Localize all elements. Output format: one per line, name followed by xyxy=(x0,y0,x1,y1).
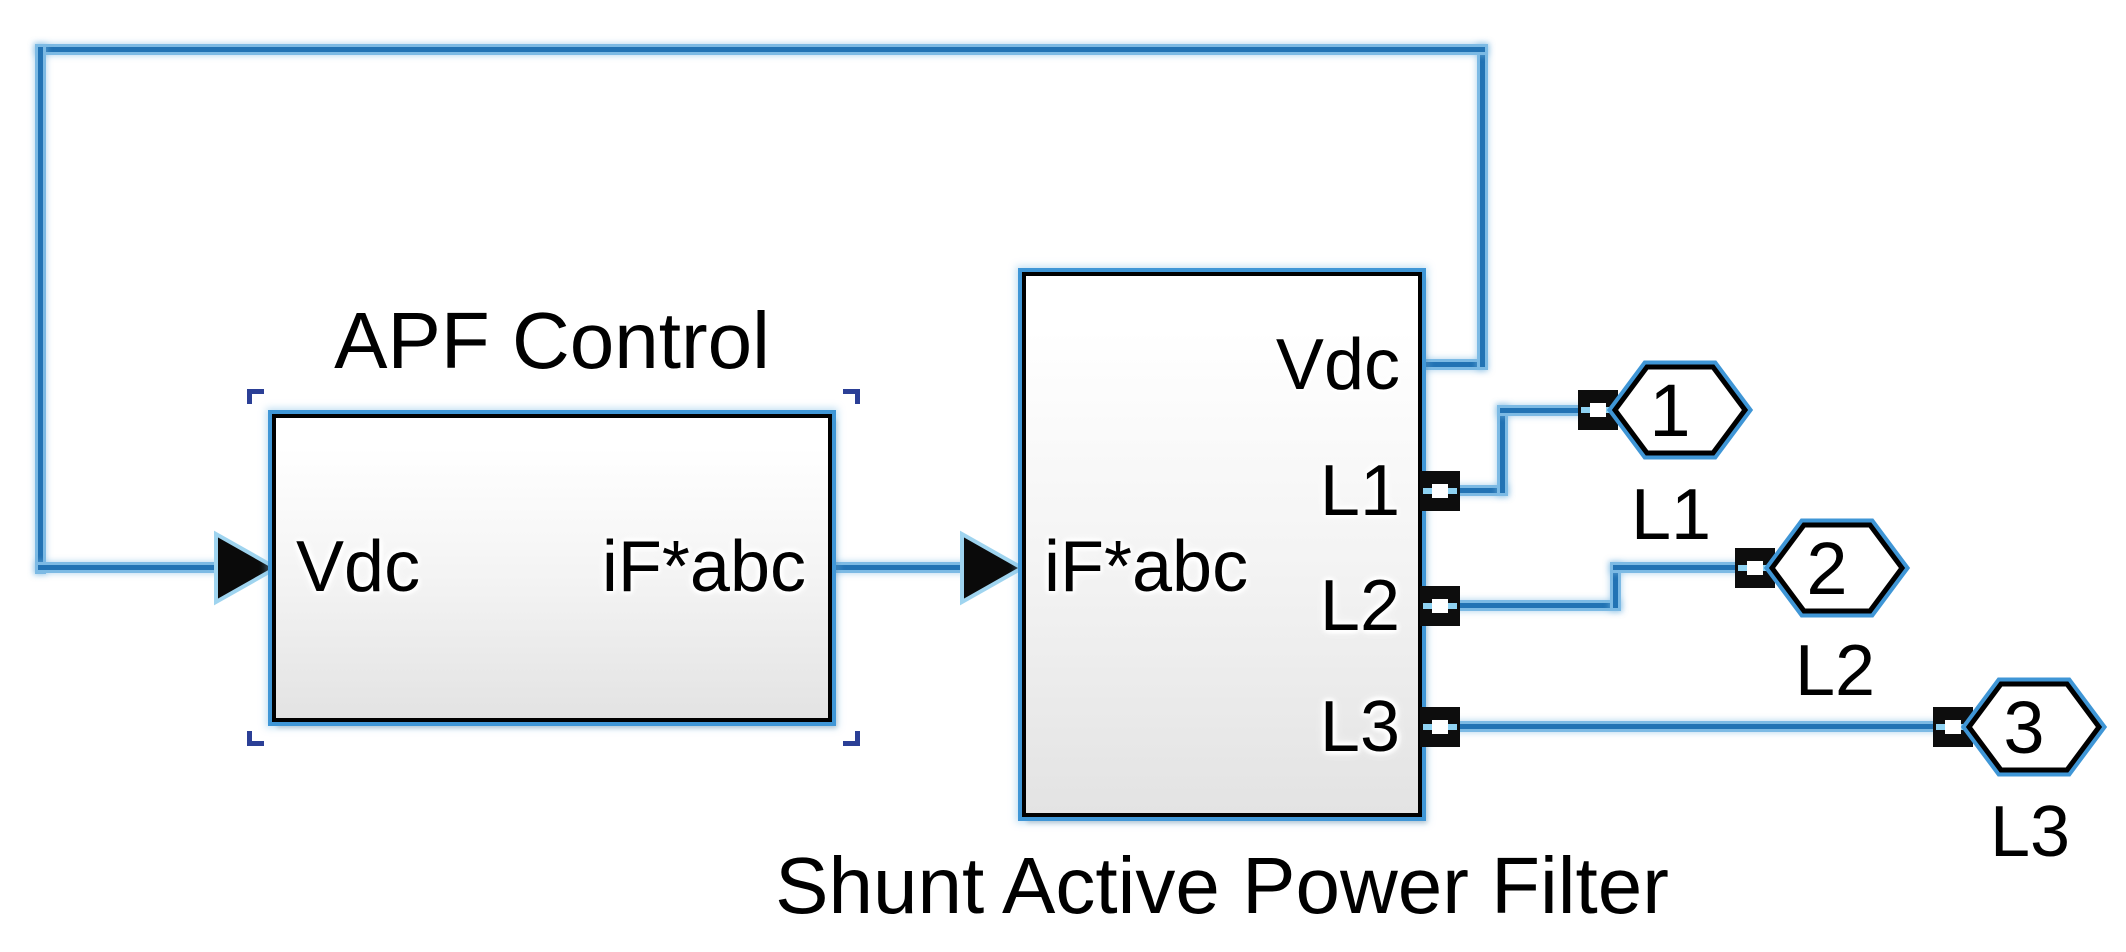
block-shunt-active-power-filter[interactable] xyxy=(1022,272,1422,817)
outport-2-hexagon[interactable] xyxy=(1759,510,1915,626)
sapf-output-port-label-l3: L3 xyxy=(1319,687,1400,767)
selection-bracket-top-right xyxy=(843,389,860,404)
outport-1-hexagon[interactable] xyxy=(1602,352,1758,468)
wire-l2-seg1[interactable] xyxy=(1458,603,1618,608)
wire-l1-seg3[interactable] xyxy=(1500,408,1582,413)
selection-bracket-top-left xyxy=(247,389,264,404)
wire-vdc-feedback-bottom-horizontal[interactable] xyxy=(38,565,220,570)
wire-l2-seg3[interactable] xyxy=(1613,565,1739,570)
selection-bracket-bottom-right xyxy=(843,731,860,746)
outport-3-number: 3 xyxy=(2003,685,2045,769)
sapf-output-port-label-vdc: Vdc xyxy=(1275,325,1400,405)
sapf-port-anchor-l1[interactable] xyxy=(1420,471,1460,511)
block-apf-control[interactable] xyxy=(272,414,832,722)
selection-bracket-bottom-left xyxy=(247,731,264,746)
sapf-port-anchor-l3[interactable] xyxy=(1420,707,1460,747)
wire-if-abc-horizontal[interactable] xyxy=(834,565,966,570)
sapf-input-arrow-icon[interactable] xyxy=(958,530,1026,606)
sapf-input-port-label: iF*abc xyxy=(1044,527,1249,607)
outport-2-label[interactable]: L2 xyxy=(1794,631,1876,711)
outport-2-number: 2 xyxy=(1806,526,1848,610)
apf-input-arrow-icon[interactable] xyxy=(212,530,280,606)
block-title-shunt-active-power-filter[interactable]: Shunt Active Power Filter xyxy=(775,841,1669,930)
apf-input-port-label: Vdc xyxy=(296,527,421,607)
wire-l1-seg1[interactable] xyxy=(1458,488,1505,493)
sapf-output-port-label-l2: L2 xyxy=(1319,566,1400,646)
wire-vdc-feedback-top-horizontal[interactable] xyxy=(38,47,1485,52)
outport-1-label[interactable]: L1 xyxy=(1630,475,1712,555)
outport-3-hexagon[interactable] xyxy=(1956,669,2112,785)
wire-l1-seg2[interactable] xyxy=(1500,408,1505,493)
block-title-apf-control[interactable]: APF Control xyxy=(334,296,770,385)
sapf-port-anchor-l2[interactable] xyxy=(1420,586,1460,626)
wire-vdc-feedback-right-vertical[interactable] xyxy=(1480,47,1485,367)
wire-l3-seg1[interactable] xyxy=(1458,724,1937,729)
wire-vdc-feedback-left-vertical[interactable] xyxy=(38,47,43,571)
outport-3-label[interactable]: L3 xyxy=(1989,792,2071,872)
apf-output-port-label: iF*abc xyxy=(601,527,806,607)
outport-1-number: 1 xyxy=(1649,368,1691,452)
wire-vdc-feedback-stub[interactable] xyxy=(1419,362,1482,367)
sapf-output-port-label-l1: L1 xyxy=(1319,451,1400,531)
wire-l2-seg2[interactable] xyxy=(1613,566,1618,608)
